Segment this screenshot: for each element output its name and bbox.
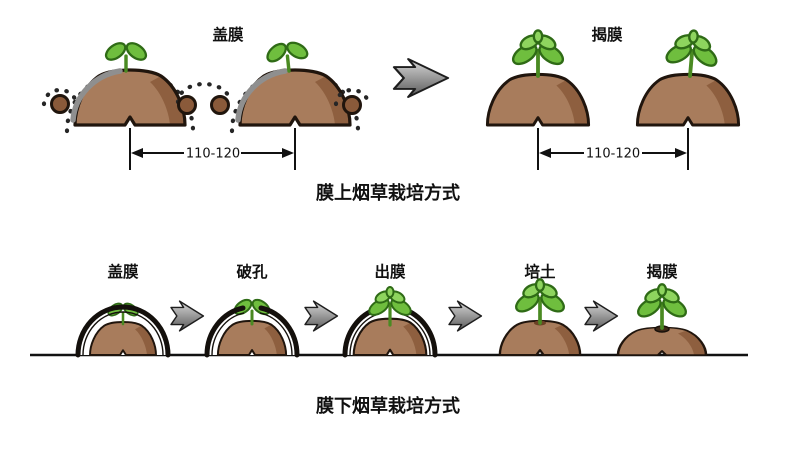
dimension-left: 110-120 [129,128,296,170]
film-dotted-arc-small [41,87,79,107]
dimension-right: 110-120 [537,128,689,170]
seedling-icon [507,28,569,78]
seedling-icon [261,35,314,76]
arrow-right-icon [170,300,205,332]
seedling-icon [660,26,724,81]
bottom-title: 膜下烟草栽培方式 [315,395,460,417]
stage-emerge-film [342,285,438,358]
seedling-icon [633,282,691,330]
soil-clod [177,95,197,115]
stage-label-remove-film: 揭膜 [646,262,678,281]
arrow-right-icon [304,300,339,332]
film-dome [75,304,171,358]
stage-hill-soil [498,277,582,357]
seedling-icon [511,277,569,325]
stage-remove-film [616,282,708,357]
soil-mound [238,68,352,127]
film-dotted-arc-small [175,81,233,105]
top-label-cover-film: 盖膜 [212,25,244,44]
arrow-right-icon [584,300,619,332]
dimension-right-value: 110-120 [586,147,640,162]
stage-label-emerge-film: 出膜 [374,262,406,281]
soil-clod [50,94,70,114]
soil-clod [342,95,362,115]
soil-clod [210,95,230,115]
top-label-remove-film: 揭膜 [591,25,623,44]
stage-label-cover-film: 盖膜 [107,262,139,281]
stage-break-hole [204,295,300,358]
top-title: 膜上烟草栽培方式 [315,182,460,204]
arrow-right-icon [392,57,450,99]
soil-mound [635,72,741,127]
arrow-right-icon [448,300,483,332]
soil-mound [498,319,582,357]
covered-mound-group-1 [64,38,196,134]
top-diagram: 盖膜 揭膜 [41,25,741,204]
stage-label-break-hole: 破孔 [236,262,268,281]
uncovered-mound-group-2 [635,26,741,127]
film-edge-arc [70,68,123,123]
film-dome-with-hole [258,305,300,358]
film-edge-arc [235,68,288,123]
uncovered-mound-group-1 [485,28,591,127]
soil-mound [485,72,591,127]
soil-mound [73,68,187,127]
covered-mound-group-2 [229,35,361,134]
film-dome-with-hole [204,305,246,358]
stage-label-hill-soil: 培土 [524,262,556,281]
seedling-icon [101,38,151,73]
film-dotted-arc-small [333,87,371,107]
dimension-left-value: 110-120 [186,147,240,162]
stage-cover-film [75,299,171,358]
bottom-diagram: 盖膜 破孔 出膜 培土 揭膜 [30,262,748,417]
